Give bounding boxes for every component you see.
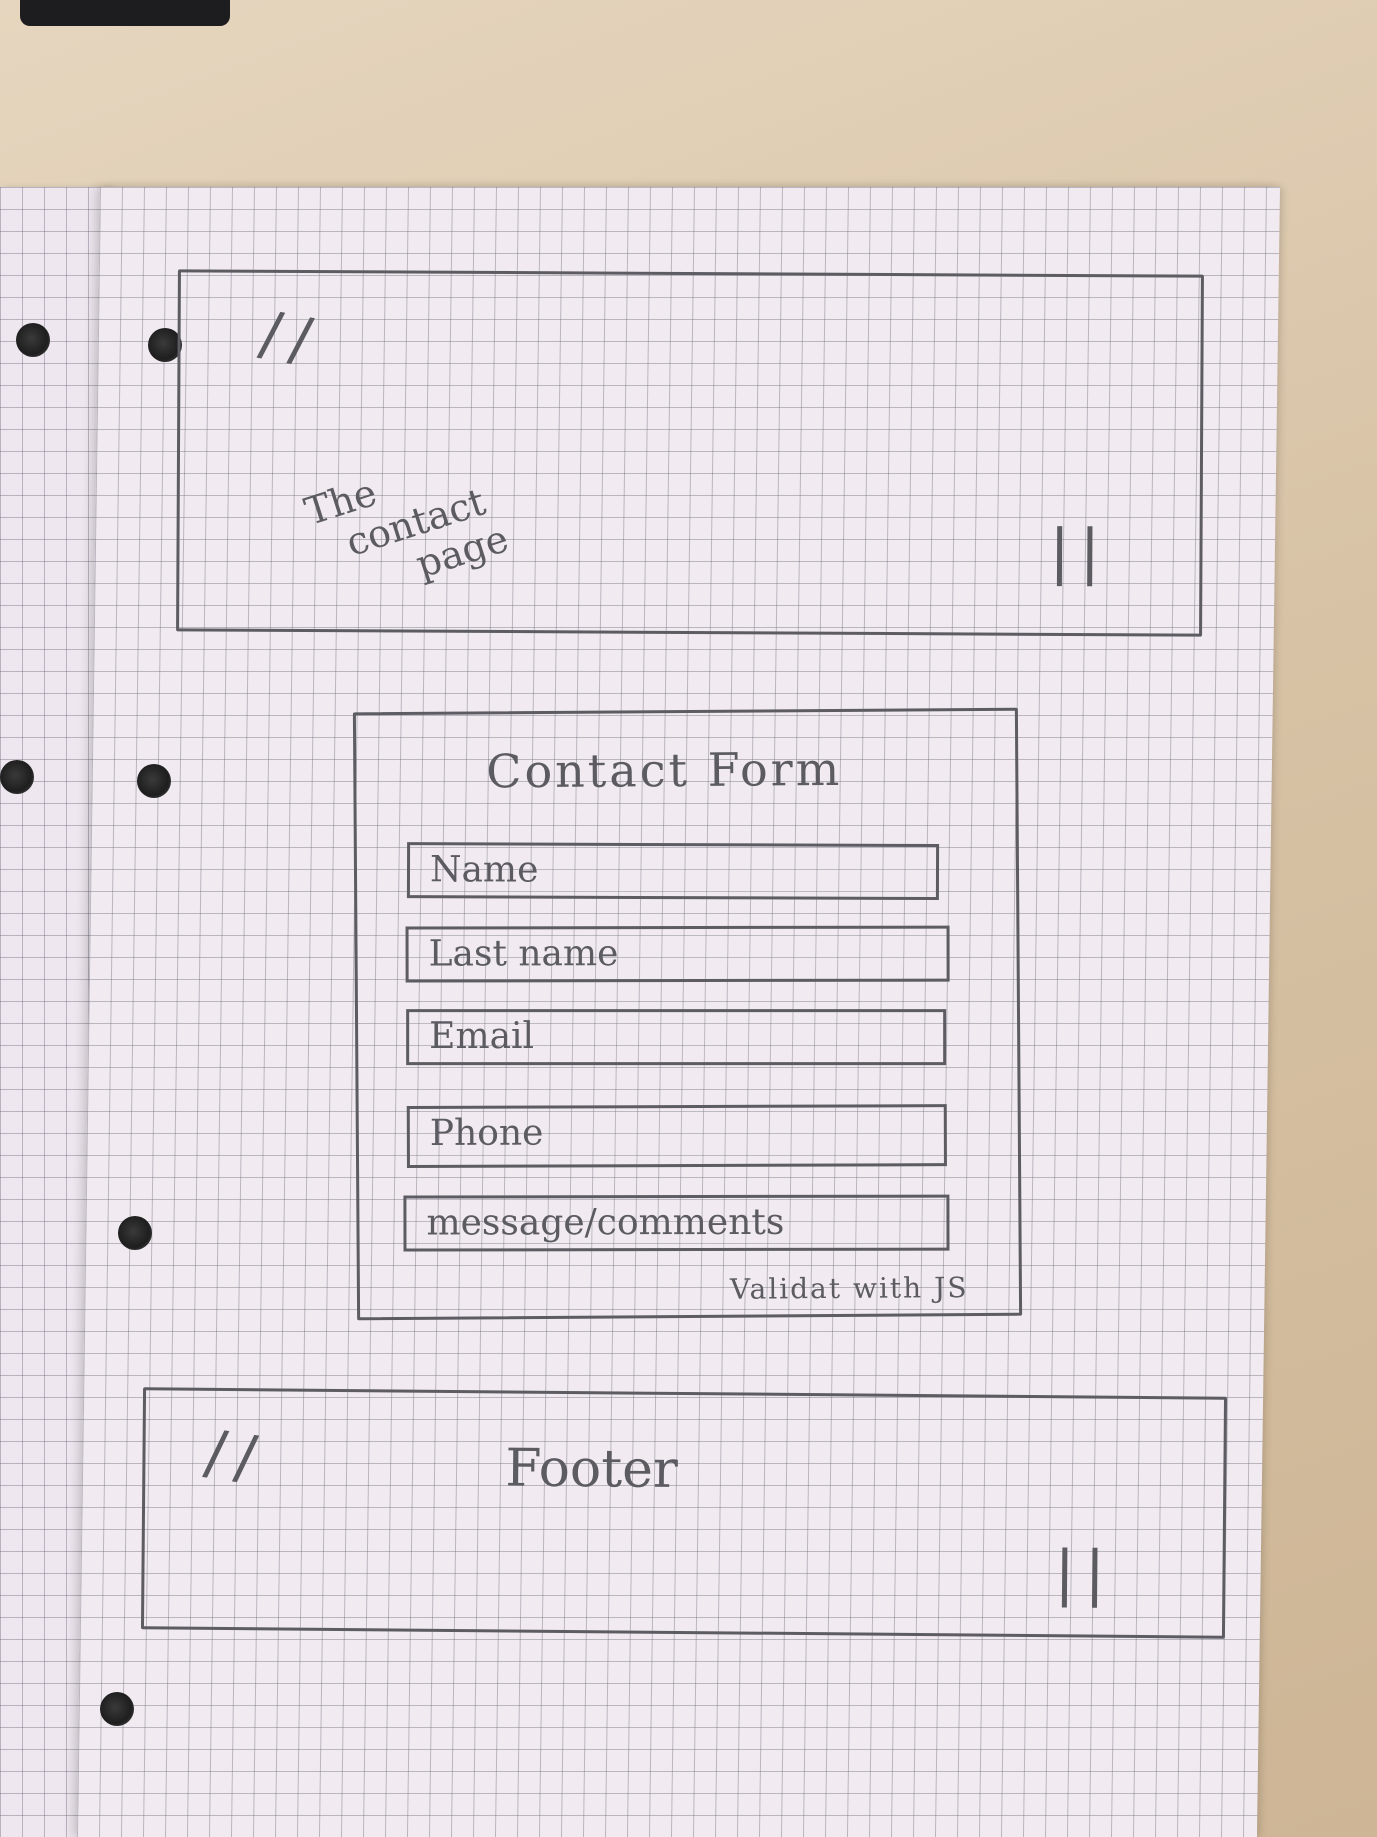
punch-hole [118, 1216, 152, 1250]
validation-note: Validat with JS [729, 1271, 969, 1306]
footer-box: // Footer || [140, 1387, 1228, 1639]
header-box: // || The contact page [176, 269, 1204, 637]
footer-title: Footer [505, 1438, 679, 1500]
header-mark-left: // [254, 298, 327, 378]
contact-form-title: Contact Form [486, 741, 843, 799]
punch-hole [100, 1692, 134, 1726]
punch-hole [0, 760, 34, 794]
last-name-field[interactable]: Last name [405, 925, 950, 983]
footer-mark-left: // [200, 1417, 271, 1496]
message-field[interactable]: message/comments [403, 1194, 950, 1252]
contact-form-box: Contact Form Name Last name Email Phone … [352, 707, 1023, 1321]
punch-hole [148, 328, 182, 362]
punch-hole [16, 323, 50, 357]
header-mark-right: || [1049, 516, 1111, 588]
footer-mark-right: || [1054, 1538, 1116, 1609]
pen [20, 0, 230, 26]
name-field[interactable]: Name [406, 842, 940, 901]
header-title: The contact page [299, 437, 513, 613]
phone-field[interactable]: Phone [406, 1104, 947, 1169]
email-field[interactable]: Email [406, 1009, 947, 1066]
punch-hole [137, 764, 171, 798]
